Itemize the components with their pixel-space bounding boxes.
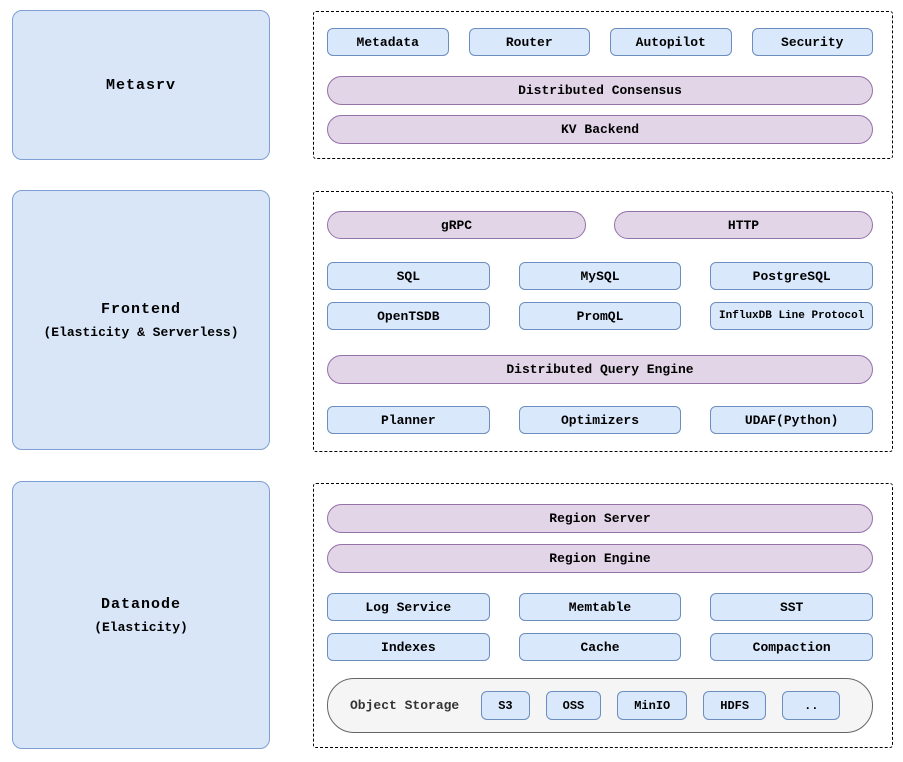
box-indexes: Indexes [327,633,490,661]
pill-http: HTTP [614,211,873,239]
metasrv-panel: Metadata Router Autopilot Security Distr… [313,11,893,159]
pill-distributed-query-engine: Distributed Query Engine [327,355,873,384]
box-opentsdb: OpenTSDB [327,302,490,330]
datanode-modules-row2: Indexes Cache Compaction [327,633,873,661]
box-sst: SST [710,593,873,621]
datanode-node: Datanode (Elasticity) [12,481,270,749]
box-udaf-python: UDAF(Python) [710,406,873,434]
box-other-storage: .. [782,691,841,720]
datanode-modules-row1: Log Service Memtable SST [327,593,873,621]
datanode-panel: Region Server Region Engine Log Service … [313,483,893,748]
pill-grpc: gRPC [327,211,586,239]
box-compaction: Compaction [710,633,873,661]
box-sql: SQL [327,262,490,290]
box-memtable: Memtable [518,593,682,621]
frontend-panel: gRPC HTTP SQL MySQL PostgreSQL OpenTSDB … [313,191,893,452]
box-log-service: Log Service [327,593,490,621]
box-optimizers: Optimizers [518,406,682,434]
frontend-subtitle: (Elasticity & Serverless) [43,324,239,340]
datanode-subtitle: (Elasticity) [94,619,188,635]
box-autopilot: Autopilot [610,28,732,56]
frontend-node: Frontend (Elasticity & Serverless) [12,190,270,450]
metasrv-node: Metasrv [12,10,270,160]
pill-kv-backend: KV Backend [327,115,873,144]
metasrv-modules-row: Metadata Router Autopilot Security [327,28,873,56]
box-security: Security [751,28,873,56]
pill-region-server: Region Server [327,504,873,533]
object-storage-container: Object Storage S3 OSS MinIO HDFS .. [327,678,873,733]
box-postgresql: PostgreSQL [710,262,873,290]
frontend-query-langs-row1: SQL MySQL PostgreSQL [327,262,873,290]
metasrv-title: Metasrv [105,76,176,94]
box-router: Router [468,28,590,56]
box-s3: S3 [481,691,530,720]
box-metadata: Metadata [327,28,449,56]
box-mysql: MySQL [518,262,682,290]
frontend-protocol-pills-row: gRPC HTTP [327,211,873,239]
frontend-query-langs-row2: OpenTSDB PromQL InfluxDB Line Protocol [327,302,873,330]
box-influxdb-line-protocol: InfluxDB Line Protocol [710,302,873,330]
pill-distributed-consensus: Distributed Consensus [327,76,873,105]
object-storage-label: Object Storage [350,698,460,713]
frontend-title: Frontend [100,300,181,318]
box-hdfs: HDFS [703,691,767,720]
frontend-engine-modules-row: Planner Optimizers UDAF(Python) [327,406,873,434]
datanode-title: Datanode [100,595,181,613]
box-planner: Planner [327,406,490,434]
box-promql: PromQL [518,302,682,330]
pill-region-engine: Region Engine [327,544,873,573]
box-oss: OSS [545,691,602,720]
box-cache: Cache [518,633,682,661]
box-minio: MinIO [617,691,688,720]
